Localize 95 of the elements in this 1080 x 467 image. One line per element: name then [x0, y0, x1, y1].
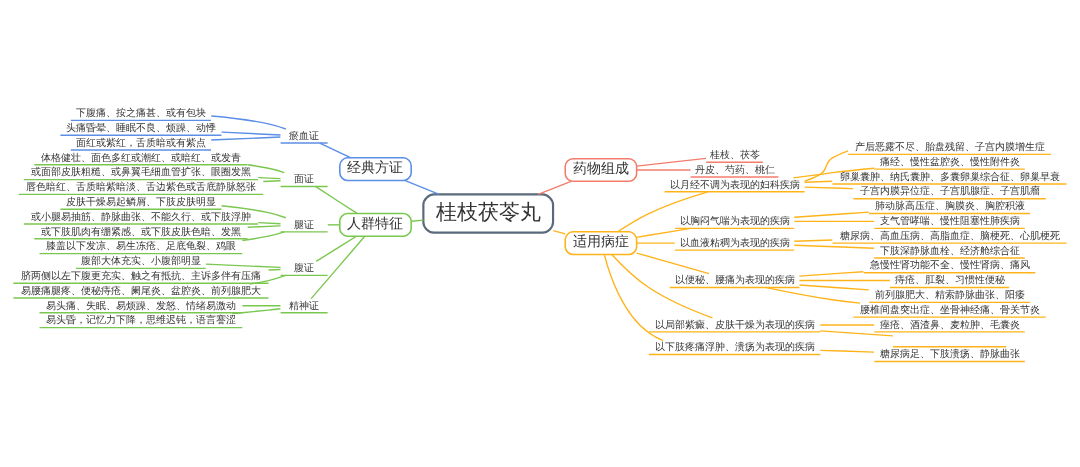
connector — [310, 235, 366, 299]
connector — [803, 180, 833, 183]
node-text: 以胸闷气喘为表现的疾病 — [679, 213, 790, 226]
node-text: 产后恶露不尽、胎盘残留、子宫内膜增生症 — [854, 139, 1045, 152]
connector — [793, 220, 875, 222]
node-box: 桂枝茯苓丸 — [422, 192, 555, 234]
connector — [241, 230, 285, 241]
node-text: 桂枝、茯苓 — [709, 147, 760, 160]
connector — [210, 135, 281, 141]
connector — [611, 253, 714, 319]
connector — [537, 180, 572, 195]
node-text: 或小腿易抽筋、静脉曲张、不能久行、或下肢浮肿 — [30, 209, 251, 222]
connector — [267, 268, 282, 271]
node-text: 以局部紫癜、皮肤干燥为表现的疾病 — [654, 317, 815, 330]
node-text: 易头昏，记忆力下降，思维迟钝，语言謇涩 — [45, 312, 236, 325]
node-text: 或下肢肌肉有绷紧感、或下肢皮肤色暗、发黑 — [40, 224, 241, 237]
connector — [793, 210, 870, 218]
node-text: 以下肢疼痛浮肿、溃疡为表现的疾病 — [654, 339, 815, 352]
node-text: 膝盖以下发凉、易生冻疮、足底龟裂、鸡眼 — [45, 238, 236, 251]
connector — [636, 251, 710, 274]
node-box: 药物组成 — [564, 157, 638, 182]
node-text: 皮肤干燥易起鳞屑、下肢皮肤明显 — [65, 194, 216, 207]
connector — [798, 279, 891, 281]
node-text: 腹证 — [294, 260, 315, 273]
node-text: 脐两侧以左下腹更充实、触之有抵抗、主诉多伴有压痛 — [20, 268, 261, 281]
node-text: 卵巢囊肿、纳氏囊肿、多囊卵巢综合征、卵巢早衰 — [839, 169, 1060, 182]
node-text: 糖尿病、高血压病、高脂血症、脑梗死、心肌梗死 — [839, 228, 1060, 241]
connector — [248, 274, 287, 285]
node-text: 痛经、慢性盆腔炎、慢性附件炎 — [879, 154, 1020, 167]
connector — [319, 141, 352, 158]
connector — [247, 163, 285, 173]
connector — [403, 179, 440, 195]
connector — [798, 283, 870, 291]
node-text: 肺动脉高压症、胸膜炎、胸腔积液 — [874, 198, 1025, 211]
node-text: 腰椎间盘突出症、坐骨神经痛、骨关节炎 — [859, 302, 1040, 315]
connector — [241, 304, 282, 306]
connector — [552, 229, 566, 235]
connector — [819, 323, 875, 326]
node-text: 面证 — [294, 171, 315, 184]
connector — [315, 235, 358, 262]
node-text: 腿证 — [294, 217, 315, 230]
connector — [793, 238, 834, 242]
connector — [220, 130, 282, 136]
connector — [636, 168, 692, 171]
connector — [603, 253, 664, 341]
node-box: 人群特征 — [339, 212, 412, 237]
node-text: 头痛昏晕、睡眠不良、烦躁、动悸 — [65, 120, 216, 133]
node-line — [892, 345, 1007, 347]
node-text: 下肢深静脉血栓、经济舱综合征 — [879, 243, 1020, 256]
node-text: 下腹痛、按之痛甚、或有包块 — [75, 105, 206, 118]
connector — [819, 329, 894, 337]
node-text: 支气管哮喘、慢性阻塞性肺疾病 — [879, 213, 1020, 226]
connector — [410, 218, 424, 222]
node-text: 以便秘、腰痛为表现的疾病 — [674, 272, 795, 285]
node-text: 面红或紫红，舌质暗或有紫点 — [75, 135, 206, 148]
connector — [798, 270, 865, 277]
node-box: 适用病症 — [564, 230, 638, 255]
node-text: 以月经不调为表现的妇科疾病 — [669, 177, 800, 190]
connector — [246, 224, 282, 228]
node-text: 痤疮、酒渣鼻、麦粒肿、毛囊炎 — [879, 317, 1020, 330]
connector — [803, 185, 854, 189]
connector — [636, 157, 707, 167]
connector — [220, 204, 287, 218]
node-text: 易腰痛腿疼、便秘痔疮、阑尾炎、盆腔炎、前列腺肥大 — [20, 283, 261, 296]
connector — [636, 241, 676, 244]
node-text: 子宫内膜异位症、子宫肌腺症、子宫肌瘤 — [859, 183, 1040, 196]
node-text: 丹皮、芍药、桃仁 — [694, 162, 775, 175]
connector — [636, 227, 692, 238]
node-text: 或面部皮肤粗糙、或鼻翼毛细血管扩张、眼圈发黑 — [30, 164, 251, 177]
connector — [257, 221, 282, 224]
connector — [257, 176, 282, 179]
node-text: 唇色暗红、舌质暗紫暗淡、舌边紫色或舌底静脉怒张 — [25, 179, 256, 192]
connector — [205, 263, 282, 268]
connector — [231, 307, 282, 314]
node-text: 体格健壮、面色多红或潮红、或暗红、或发青 — [40, 150, 241, 163]
node-text: 瘀血证 — [289, 128, 320, 141]
node-text: 精神证 — [289, 298, 320, 311]
node-text: 糖尿病足、下肢溃疡、静脉曲张 — [879, 346, 1020, 359]
connector — [819, 349, 875, 353]
node-text: 急慢性肾功能不全、慢性肾病、痛风 — [869, 257, 1030, 270]
connector — [210, 114, 287, 130]
connector — [315, 185, 358, 214]
node-box: 经典方证 — [339, 156, 412, 181]
node-text: 痔疮、肛裂、习惯性便秘 — [894, 272, 1005, 285]
connector — [327, 223, 341, 226]
node-text: 前列腺肥大、精索静脉曲张、阳痿 — [874, 287, 1025, 300]
connector — [765, 286, 861, 304]
connector — [617, 190, 709, 232]
node-text: 以血液粘稠为表现的疾病 — [679, 235, 790, 248]
connector — [803, 149, 849, 182]
node-text: 易头痛、失眠、易烦躁、发怒、情绪易激动 — [45, 298, 236, 311]
connector — [792, 167, 875, 179]
node-text: 腹部大体充实、小腹部明显 — [80, 253, 201, 266]
connector — [793, 244, 875, 249]
connector — [262, 179, 282, 182]
